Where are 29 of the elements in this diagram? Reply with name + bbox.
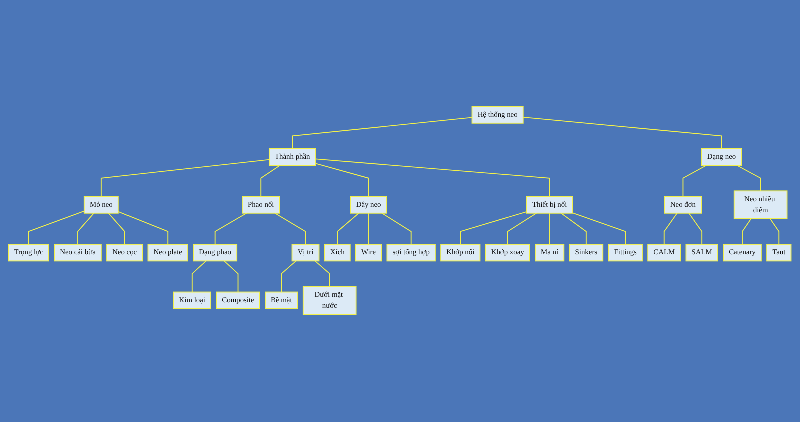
connector: [522, 117, 722, 150]
connector: [560, 213, 587, 246]
connector: [315, 164, 370, 198]
connector: [292, 118, 473, 150]
connector: [108, 213, 126, 246]
connector: [192, 261, 207, 294]
connector: [736, 166, 762, 192]
connector: [28, 211, 85, 246]
connector: [314, 261, 330, 288]
connector: [507, 213, 538, 246]
connector: [118, 212, 169, 246]
connector: [664, 213, 678, 246]
connector: [260, 166, 281, 198]
connector: [549, 213, 550, 246]
connector: [281, 261, 297, 294]
connector: [274, 213, 306, 246]
connector: [688, 213, 703, 246]
connector: [224, 261, 239, 294]
connector: [368, 213, 370, 246]
connector: [78, 213, 95, 246]
connector: [337, 213, 360, 246]
connector: [315, 159, 550, 198]
connector: [382, 213, 412, 246]
connector: [100, 160, 270, 198]
connector: [460, 212, 528, 246]
connector: [572, 213, 626, 246]
connector: [214, 213, 248, 246]
connector: [770, 218, 780, 246]
connector: [742, 218, 752, 246]
